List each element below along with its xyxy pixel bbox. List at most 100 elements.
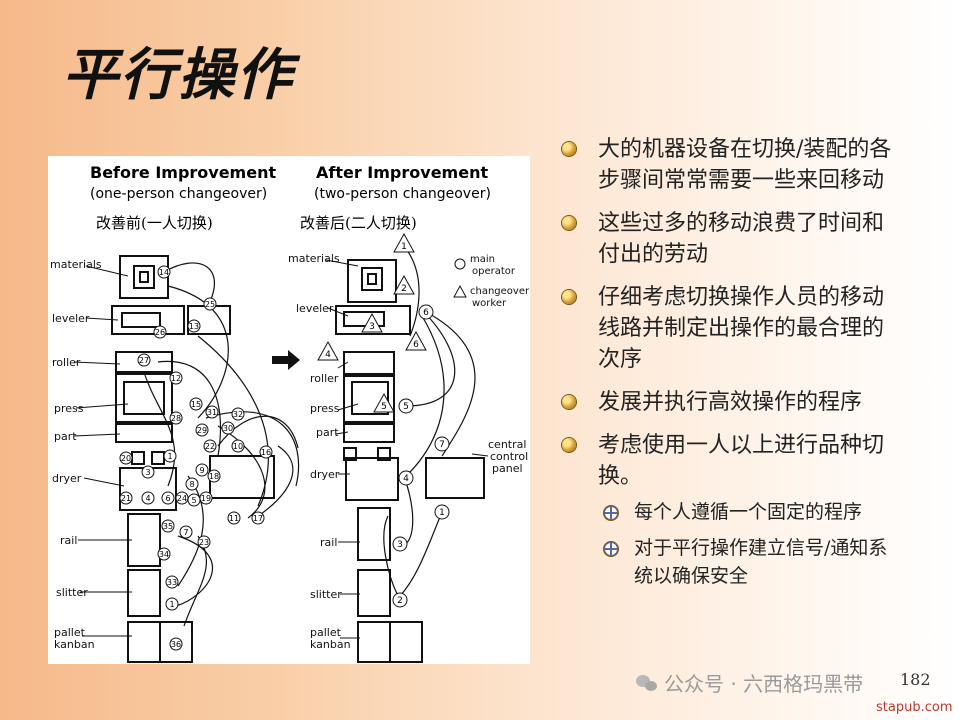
svg-text:2: 2 xyxy=(401,284,407,294)
svg-text:1: 1 xyxy=(439,508,445,518)
svg-text:4: 4 xyxy=(325,350,331,360)
before-step-15: 15 xyxy=(189,397,203,411)
svg-text:15: 15 xyxy=(191,400,201,409)
before-step-8: 8 xyxy=(185,477,199,491)
before-label-pallet: pallet xyxy=(54,626,86,639)
before-step-3a: 3 xyxy=(141,465,155,479)
before-step-4: 4 xyxy=(141,491,155,505)
before-step-24: 24 xyxy=(175,491,189,505)
before-step-10: 10 xyxy=(231,439,245,453)
before-label-kanban: kanban xyxy=(54,638,95,651)
before-step-16: 16 xyxy=(259,445,273,459)
svg-text:27: 27 xyxy=(139,356,149,365)
svg-text:20: 20 xyxy=(121,454,131,463)
svg-text:12: 12 xyxy=(171,374,181,383)
svg-text:1: 1 xyxy=(167,452,172,461)
before-step-23: 23 xyxy=(197,535,211,549)
svg-text:28: 28 xyxy=(171,414,181,423)
svg-text:25: 25 xyxy=(205,300,215,309)
bullet-icon xyxy=(562,395,576,409)
bullet-icon xyxy=(562,438,576,452)
svg-text:3: 3 xyxy=(397,540,403,550)
svg-text:31: 31 xyxy=(207,408,217,417)
before-label-roller: roller xyxy=(52,356,81,369)
before-step-5: 5 xyxy=(187,493,201,507)
after-operator-step-1: 1 xyxy=(434,504,450,520)
after-label-leveler: leveler xyxy=(296,302,334,315)
before-step-28: 28 xyxy=(169,411,183,425)
footer-link[interactable]: stapub.com xyxy=(876,700,953,715)
before-step-25: 25 xyxy=(203,297,217,311)
after-subheading: (two-person changeover) xyxy=(314,186,491,202)
before-subheading: (one-person changeover) xyxy=(90,186,267,202)
sub-bullet-item: 对于平行操作建立信号/通知系统以确保安全 xyxy=(598,534,902,590)
central-label-2: control xyxy=(490,450,528,463)
before-step-11: 11 xyxy=(227,511,241,525)
before-step-36: 36 xyxy=(169,637,183,651)
svg-text:16: 16 xyxy=(261,448,271,457)
svg-text:34: 34 xyxy=(159,550,169,559)
page-number: 182 xyxy=(900,670,931,689)
after-changeover-step-1: 1 xyxy=(393,232,415,253)
svg-text:6: 6 xyxy=(413,340,419,350)
bullet-item: 发展并执行高效操作的程序 xyxy=(562,387,902,418)
bullet-icon xyxy=(562,216,576,230)
after-changeover-step-4: 4 xyxy=(317,340,339,361)
bullet-item: 考虑使用一人以上进行品种切换。 每个人遵循一个固定的程序 对于平行操作建立信号/… xyxy=(562,430,902,590)
before-step-22: 22 xyxy=(203,439,217,453)
bullet-item: 大的机器设备在切换/装配的各步骤间常常需要一些来回移动 xyxy=(562,134,902,196)
before-step-35: 35 xyxy=(161,519,175,533)
bullet-icon xyxy=(562,142,576,156)
before-step-14: 14 xyxy=(157,265,171,279)
before-step-1a: 1 xyxy=(163,449,177,463)
slide-title: 平行操作 xyxy=(62,42,294,108)
central-label-3: panel xyxy=(492,462,523,475)
changeover-diagram: Before Improvement (one-person changeove… xyxy=(48,156,530,664)
svg-text:19: 19 xyxy=(201,494,211,503)
sub-bullet-item: 每个人遵循一个固定的程序 xyxy=(598,498,902,526)
svg-text:30: 30 xyxy=(223,424,233,433)
svg-text:4: 4 xyxy=(403,474,409,484)
legend-changeover-1: changeover xyxy=(470,286,530,297)
svg-text:33: 33 xyxy=(167,578,177,587)
after-heading: After Improvement xyxy=(316,163,488,182)
legend-main-2: operator xyxy=(472,266,516,277)
bullet-item: 这些过多的移动浪费了时间和付出的劳动 xyxy=(562,208,902,270)
before-label-rail: rail xyxy=(60,534,77,547)
svg-text:14: 14 xyxy=(159,268,169,277)
svg-text:7: 7 xyxy=(439,440,445,450)
svg-text:26: 26 xyxy=(155,328,165,337)
after-changeover-step-3: 3 xyxy=(361,312,383,333)
before-step-31: 31 xyxy=(205,405,219,419)
svg-text:17: 17 xyxy=(253,514,263,523)
bullet-item: 仔细考虑切换操作人员的移动线路并制定出操作的最合理的次序 xyxy=(562,282,902,375)
svg-text:29: 29 xyxy=(197,426,207,435)
after-operator-step-4: 4 xyxy=(398,470,414,486)
watermark: 公众号 · 六西格玛黑带 xyxy=(636,668,863,697)
svg-text:23: 23 xyxy=(199,538,209,547)
before-step-27: 27 xyxy=(137,353,151,367)
before-label-slitter: slitter xyxy=(56,586,88,599)
central-label-1: central xyxy=(488,438,526,451)
after-changeover-step-2: 2 xyxy=(393,274,415,295)
before-label-leveler: leveler xyxy=(52,312,90,325)
bullet-icon xyxy=(562,290,576,304)
svg-text:5: 5 xyxy=(191,496,196,505)
after-label-kanban: kanban xyxy=(310,638,351,651)
after-label-dryer: dryer xyxy=(310,468,340,481)
svg-text:7: 7 xyxy=(183,528,188,537)
before-label-press: press xyxy=(54,402,84,415)
svg-text:2: 2 xyxy=(397,596,403,606)
before-step-1b: 1 xyxy=(165,597,179,611)
legend-triangle-icon xyxy=(453,284,467,298)
svg-text:36: 36 xyxy=(171,640,181,649)
svg-text:4: 4 xyxy=(145,494,150,503)
svg-text:22: 22 xyxy=(205,442,215,451)
sub-bullet-icon xyxy=(604,542,618,556)
svg-text:13: 13 xyxy=(189,322,199,331)
svg-text:8: 8 xyxy=(189,480,194,489)
after-label-pallet: pallet xyxy=(310,626,342,639)
svg-text:18: 18 xyxy=(209,472,219,481)
after-label-slitter: slitter xyxy=(310,588,342,601)
before-step-9: 9 xyxy=(195,463,209,477)
